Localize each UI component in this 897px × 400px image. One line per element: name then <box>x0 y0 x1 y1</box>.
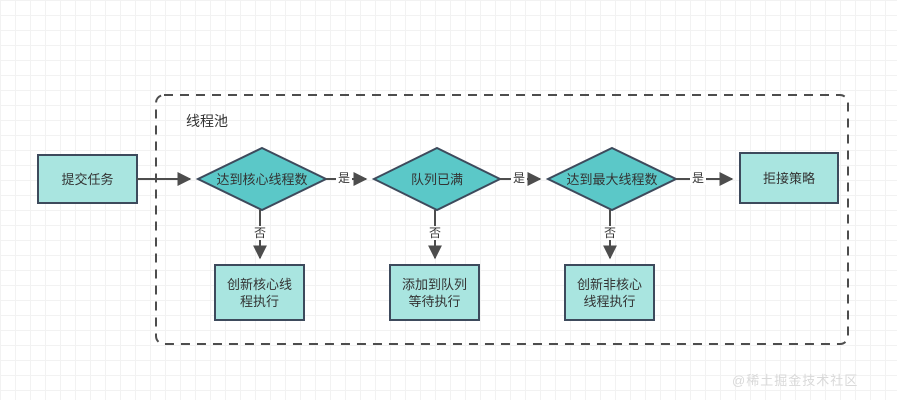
add-to-queue-shape[interactable] <box>389 264 480 321</box>
reject-policy-shape[interactable] <box>739 152 839 204</box>
edge-label-no-2: 否 <box>427 226 444 240</box>
watermark: @稀土掘金技术社区 <box>732 373 859 388</box>
edge-label-yes-3: 是 <box>690 171 707 185</box>
create-noncore-thread-shape[interactable] <box>564 264 655 321</box>
edge-label-no-3: 否 <box>602 226 619 240</box>
edge-label-no-1: 否 <box>252 226 269 240</box>
edge-label-yes-1: 是 <box>336 171 353 185</box>
decision-queue-full-shape[interactable] <box>371 146 503 212</box>
decision-core-shape[interactable] <box>195 146 329 212</box>
decision-max-threads-shape[interactable] <box>545 146 679 212</box>
edge-label-yes-2: 是 <box>511 171 528 185</box>
create-core-thread-shape[interactable] <box>214 264 305 321</box>
submit-task-shape[interactable] <box>37 154 138 204</box>
thread-pool-title: 线程池 <box>186 113 228 129</box>
thread-pool-container <box>155 94 849 345</box>
